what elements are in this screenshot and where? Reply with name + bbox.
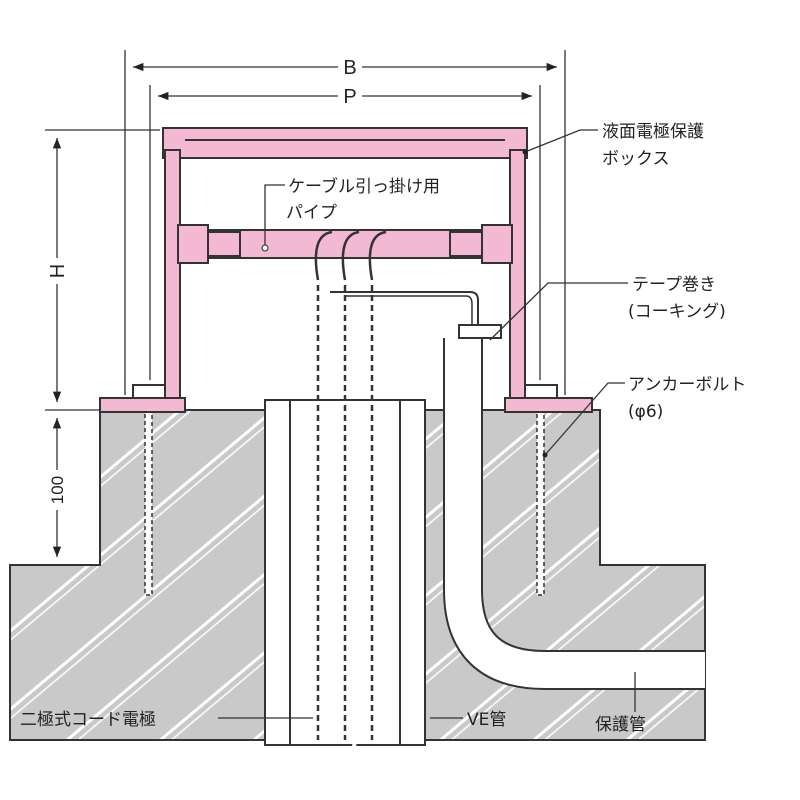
label-electrode: 二極式コード電極	[20, 710, 156, 730]
label-anchor-line1: アンカーボルト	[628, 375, 746, 395]
dimension-p: P	[343, 86, 356, 108]
protective-pipe	[443, 324, 705, 690]
dimension-100: 100	[48, 476, 67, 504]
label-tape-line2: (コーキング)	[628, 302, 726, 322]
electrode-protection-box	[99, 127, 593, 413]
label-anchor-line2: (φ6)	[628, 402, 663, 422]
label-box-line2: ボックス	[602, 149, 670, 169]
label-ve-pipe: VE管	[467, 710, 506, 730]
ve-pipe	[264, 399, 426, 746]
dimension-h: H	[47, 264, 69, 278]
leader-lines	[218, 129, 636, 719]
label-tape-line1: テープ巻き	[632, 275, 716, 295]
label-pipe-line2: パイプ	[286, 203, 337, 223]
label-box-line1: 液面電極保護	[602, 122, 704, 142]
anchor-bolt-left	[132, 384, 166, 596]
dimension-b: B	[343, 57, 356, 79]
label-protect-pipe: 保護管	[595, 715, 646, 735]
label-pipe-line1: ケーブル引っ掛け用	[288, 176, 440, 197]
electrode-cords	[314, 230, 479, 740]
